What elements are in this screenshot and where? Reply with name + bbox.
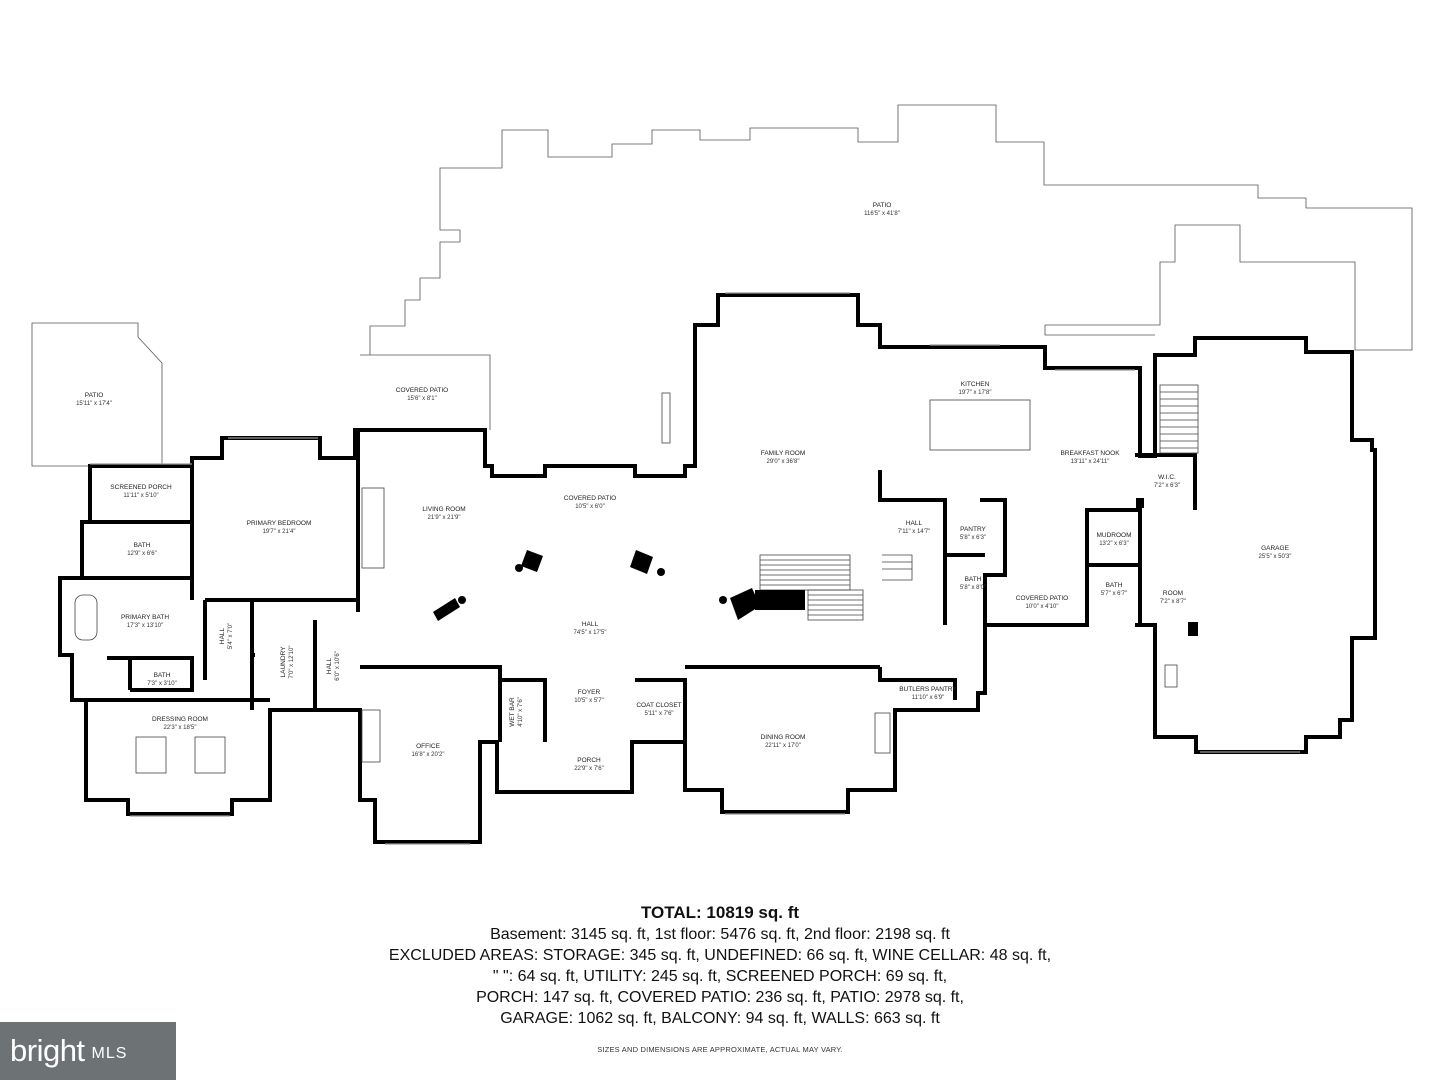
room-dim-room: 7'2" x 8'7"	[1160, 599, 1186, 605]
summary-line-1: Basement: 3145 sq. ft, 1st floor: 5476 s…	[490, 926, 950, 943]
bright-mls-logo: bright MLS	[0, 1022, 176, 1080]
room-dim-covered-patio-3: 10'0" x 4'10"	[1026, 604, 1059, 610]
room-dim-breakfast-nook: 13'11" x 24'11"	[1071, 459, 1110, 465]
room-dim-primary-bedroom: 19'7" x 21'4"	[263, 529, 296, 535]
room-label-wic: W.I.C.	[1158, 474, 1176, 481]
room-label-coat-closet: COAT CLOSET	[636, 702, 681, 709]
room-label-room: ROOM	[1163, 590, 1183, 597]
interior-walls	[82, 430, 1197, 742]
room-dim-hall-1: 7'11" x 14'7"	[898, 529, 930, 535]
room-label-covered-patio-1: COVERED PATIO	[396, 387, 449, 394]
room-dim-living-room: 21'9" x 21'9"	[428, 515, 461, 521]
room-label-primary-bath: PRIMARY BATH	[121, 614, 169, 621]
room-dim-hall-3: 6'0" x 10'6"	[335, 651, 341, 681]
fixtures	[74, 392, 1178, 774]
patio-top-outline	[369, 104, 1413, 355]
room-label-hall-2: HALL	[219, 627, 226, 644]
room-dim-garage: 25'5" x 50'3"	[1259, 554, 1292, 560]
room-dim-mudroom: 13'2" x 6'3"	[1099, 541, 1129, 547]
room-label-hall-main: HALL	[582, 621, 599, 628]
room-dim-bath-3: 5'7" x 6'7"	[1101, 591, 1127, 597]
room-label-kitchen: KITCHEN	[961, 381, 990, 388]
room-label-hall-1: HALL	[906, 520, 923, 527]
room-label-office: OFFICE	[416, 743, 440, 750]
room-dim-bath-1: 12'9" x 6'6"	[127, 551, 157, 557]
room-dim-covered-patio-1: 15'6" x 8'1"	[407, 396, 437, 402]
room-dim-bath-2: 5'8" x 8'0"	[960, 585, 986, 591]
total-area: TOTAL: 10819 sq. ft	[640, 903, 800, 922]
room-label-laundry: LAUNDRY	[280, 646, 287, 678]
room-dim-family-room: 29'0" x 36'8"	[767, 459, 800, 465]
room-dim-office: 16'8" x 20'2"	[412, 752, 445, 758]
stairs	[759, 384, 1199, 621]
area-summary: TOTAL: 10819 sq. ft Basement: 3145 sq. f…	[0, 902, 1440, 1029]
disclaimer: SIZES AND DIMENSIONS ARE APPROXIMATE, AC…	[597, 1045, 843, 1054]
room-label-bath-4: BATH	[154, 672, 171, 679]
room-dim-screened-porch: 11'11" x 5'10"	[123, 493, 158, 499]
summary-line-5: GARAGE: 1062 sq. ft, BALCONY: 94 sq. ft,…	[500, 1010, 940, 1027]
room-dim-kitchen: 19'7" x 17'8"	[959, 390, 992, 396]
room-dim-wic: 7'2" x 6'3"	[1154, 483, 1180, 489]
room-label-porch: PORCH	[577, 757, 601, 764]
room-dim-covered-patio-2: 10'5" x 6'0"	[575, 504, 605, 510]
room-dim-primary-bath: 17'3" x 13'10"	[127, 623, 163, 629]
room-label-patio-top: PATIO	[873, 202, 892, 209]
covered-patio-outline	[360, 354, 491, 430]
room-dim-patio-left: 15'11" x 17'4"	[76, 401, 112, 407]
room-dim-hall-2: 5'4" x 7'0"	[228, 623, 234, 649]
room-label-covered-patio-3: COVERED PATIO	[1016, 595, 1069, 602]
room-dim-coat-closet: 5'11" x 7'6"	[644, 711, 673, 717]
room-label-covered-patio-2: COVERED PATIO	[564, 495, 617, 502]
main-house-walls	[58, 293, 1377, 844]
logo-brand-text: bright	[10, 1033, 85, 1068]
room-label-butlers-pantry: BUTLERS PANTRY	[899, 686, 957, 693]
summary-line-4: PORCH: 147 sq. ft, COVERED PATIO: 236 sq…	[476, 989, 964, 1006]
room-dim-bath-4: 7'3" x 3'10"	[147, 681, 177, 687]
room-label-screened-porch: SCREENED PORCH	[110, 484, 172, 491]
room-label-bath-3: BATH	[1106, 582, 1123, 589]
logo-mls-text: MLS	[91, 1045, 128, 1062]
room-label-pantry: PANTRY	[960, 526, 986, 533]
room-label-foyer: FOYER	[578, 689, 601, 696]
room-dim-dressing-room: 22'3" x 18'5"	[164, 725, 197, 731]
room-dim-wet-bar: 4'10" x 7'6"	[518, 697, 524, 727]
room-dim-butlers-pantry: 11'10" x 6'9"	[912, 695, 944, 701]
room-labels: PATIO 116'5" x 41'8" PATIO 15'11" x 17'4…	[76, 202, 1291, 772]
room-label-family-room: FAMILY ROOM	[761, 450, 806, 457]
room-label-patio-left: PATIO	[85, 392, 104, 399]
windows	[90, 292, 1300, 845]
room-dim-foyer: 10'5" x 5'7"	[574, 698, 604, 704]
room-label-living-room: LIVING ROOM	[422, 506, 465, 513]
room-label-wet-bar: WET BAR	[509, 697, 516, 727]
room-label-garage: GARAGE	[1261, 545, 1289, 552]
room-label-dining-room: DINING ROOM	[761, 734, 806, 741]
room-dim-pantry: 5'8" x 6'3"	[960, 535, 986, 541]
room-label-hall-3: HALL	[326, 657, 333, 674]
room-dim-hall-main: 74'5" x 17'5"	[574, 630, 607, 636]
room-dim-laundry: 7'0" x 12'10"	[289, 646, 295, 679]
room-label-bath-1: BATH	[134, 542, 151, 549]
room-label-primary-bedroom: PRIMARY BEDROOM	[247, 520, 312, 527]
summary-line-2: EXCLUDED AREAS: STORAGE: 345 sq. ft, UND…	[388, 947, 1052, 964]
furniture	[433, 498, 1198, 636]
room-label-mudroom: MUDROOM	[1096, 532, 1131, 539]
room-label-dressing-room: DRESSING ROOM	[152, 716, 208, 723]
room-label-breakfast-nook: BREAKFAST NOOK	[1060, 450, 1120, 457]
summary-line-3: " ": 64 sq. ft, UTILITY: 245 sq. ft, SCR…	[492, 968, 948, 985]
room-dim-patio-top: 116'5" x 41'8"	[864, 211, 900, 217]
room-dim-dining-room: 22'11" x 17'0"	[765, 743, 801, 749]
room-dim-porch: 22'9" x 7'6"	[574, 766, 604, 772]
room-label-bath-2: BATH	[965, 576, 982, 583]
